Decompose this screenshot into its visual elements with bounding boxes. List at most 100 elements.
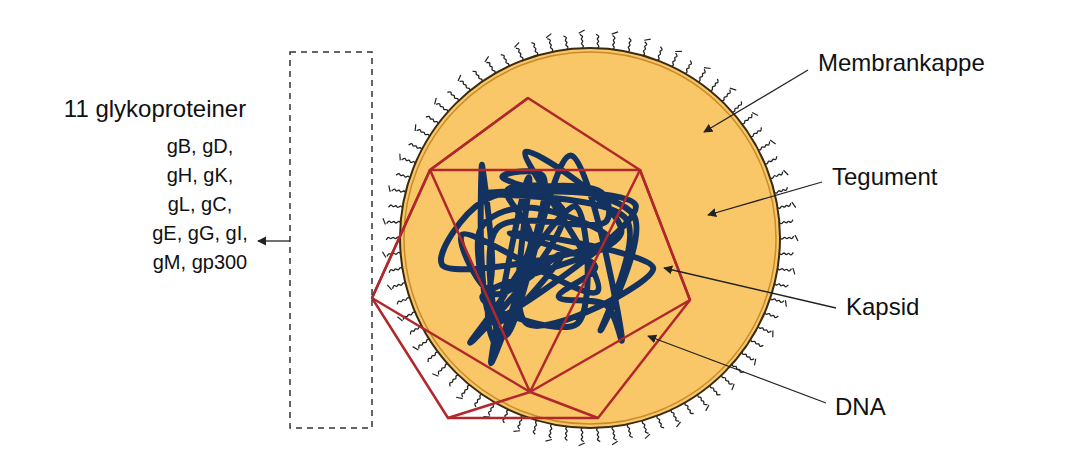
capsid-outline: [372, 98, 690, 418]
spike: [393, 283, 406, 289]
spike: [770, 298, 784, 302]
spike-tip: [545, 439, 551, 441]
spike: [392, 189, 406, 192]
part-label: Membrankappe: [818, 48, 985, 78]
spike: [462, 385, 470, 397]
spike: [698, 69, 705, 81]
spike: [402, 158, 415, 163]
spike: [397, 298, 409, 305]
spike-tip: [579, 443, 585, 446]
spike-tip: [706, 405, 709, 411]
spike: [563, 36, 568, 49]
spike-tip: [645, 434, 650, 439]
spike: [396, 174, 410, 178]
spike: [450, 375, 459, 386]
spike: [596, 34, 599, 48]
spike: [758, 326, 771, 332]
spike-tip: [770, 140, 775, 144]
part-label: DNA: [835, 392, 886, 422]
spike: [643, 42, 647, 56]
spike: [612, 427, 617, 440]
spike-tip: [785, 300, 787, 307]
spike-tip: [783, 170, 788, 175]
spike: [503, 410, 509, 423]
spike: [580, 34, 584, 48]
glycoprotein-bracket: [290, 52, 372, 428]
spike-tip: [387, 285, 391, 290]
spike: [627, 424, 632, 437]
spike: [628, 38, 631, 52]
spike: [774, 283, 788, 286]
part-label: Kapsid: [846, 292, 919, 322]
group-heading: 11 glykoproteiner: [10, 94, 300, 124]
capsid-edges: [372, 98, 690, 418]
spike: [387, 252, 401, 256]
spike: [428, 352, 438, 362]
leader-dna: [648, 336, 826, 403]
bracket-arrow: [258, 240, 290, 241]
spike: [389, 268, 402, 273]
spike: [765, 156, 777, 164]
spike: [698, 394, 708, 404]
spike-tip: [795, 235, 798, 241]
dna-strand: [441, 152, 653, 364]
spike: [501, 55, 509, 67]
spike: [779, 220, 793, 224]
spike: [419, 339, 430, 348]
leader-membrankappe: [704, 70, 808, 132]
spike: [475, 394, 482, 406]
spike-tip: [704, 67, 711, 69]
spike: [417, 130, 430, 137]
capsid-face: [430, 170, 640, 392]
spike: [671, 410, 679, 422]
spike: [685, 61, 691, 74]
spike-tip: [415, 124, 417, 131]
envelope-inner-line: [404, 52, 776, 424]
spike: [447, 92, 458, 101]
spike: [657, 416, 664, 428]
spike: [779, 252, 793, 254]
spike: [531, 43, 537, 56]
spike: [438, 364, 447, 375]
spike: [613, 35, 615, 49]
spike-tip: [458, 75, 461, 81]
spike-tip: [432, 374, 438, 377]
spike: [547, 39, 552, 52]
spike-tip: [389, 185, 390, 192]
spike: [778, 203, 791, 208]
leader-kapsid: [664, 268, 836, 308]
spike: [516, 48, 523, 60]
membrane-envelope: [400, 48, 780, 428]
spike: [722, 375, 733, 384]
spike-tip: [644, 39, 651, 40]
spike: [473, 71, 483, 81]
spike-tip: [397, 317, 402, 321]
spike: [780, 236, 794, 239]
spike-tip: [612, 441, 618, 445]
spike: [770, 172, 782, 179]
spike-tip: [579, 30, 585, 33]
spike-tip: [413, 347, 419, 350]
spike: [657, 47, 662, 61]
spike: [742, 114, 752, 124]
capsid-icosahedron: [372, 98, 690, 418]
spike: [597, 428, 601, 442]
spike-tip: [754, 359, 755, 366]
spike: [671, 53, 677, 66]
spike-tip: [546, 34, 551, 38]
spike: [642, 420, 648, 433]
spike: [710, 385, 720, 395]
spike: [751, 127, 762, 136]
spike: [722, 90, 731, 101]
leader-tegument: [708, 182, 822, 215]
spike-tip: [675, 51, 682, 52]
glycoprotein-list: gB, gD, gH, gK, gL, gC, gE, gG, gI, gM, …: [152, 132, 248, 277]
spike-tip: [612, 32, 618, 34]
spike-tip: [752, 112, 758, 115]
spike-tip: [515, 42, 520, 47]
spike: [778, 268, 792, 271]
spike-tip: [435, 98, 437, 104]
spike-tip: [732, 384, 734, 390]
spike-tip: [383, 218, 386, 224]
spike: [533, 420, 537, 434]
